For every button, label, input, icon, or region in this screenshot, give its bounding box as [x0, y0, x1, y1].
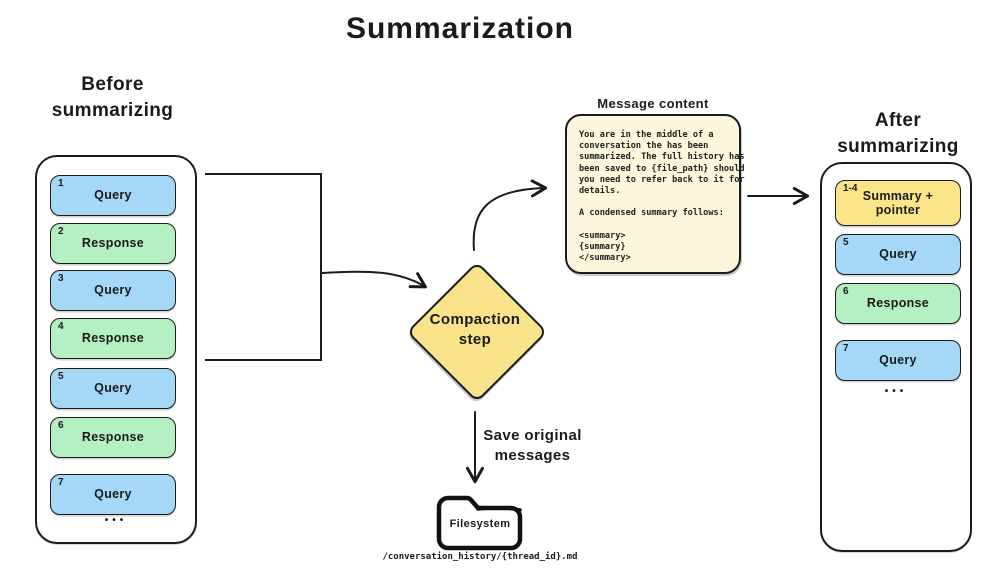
message-card-response-2: 2 Response	[50, 223, 176, 264]
message-label: Response	[866, 296, 930, 311]
message-number: 6	[843, 286, 849, 297]
summary-pointer-card: 1-4 Summary + pointer	[835, 180, 961, 226]
message-label: Query	[879, 247, 917, 262]
message-label: Summary + pointer	[862, 188, 934, 217]
compaction-step-label: Compaction step	[429, 311, 521, 348]
message-number: 5	[843, 237, 849, 248]
message-number: 1-4	[843, 183, 858, 194]
before-panel: 1 Query 2 Response 3 Query 4 Response 5 …	[35, 155, 197, 544]
message-card-query-1: 1 Query	[50, 175, 176, 216]
message-card-query-7: 7 Query	[50, 474, 176, 515]
message-card-query-7: 7 Query	[835, 340, 961, 381]
history-range-bracket	[205, 173, 322, 361]
diagram-title: Summarization	[345, 12, 575, 45]
more-messages-ellipsis: •••	[104, 515, 128, 526]
message-number: 2	[58, 226, 64, 237]
message-content-body: You are in the middle of a conversation …	[579, 130, 745, 264]
before-summarizing-heading: Before summarizing	[51, 74, 174, 121]
after-summarizing-heading: After summarizing	[837, 110, 959, 157]
message-number: 1	[58, 178, 64, 189]
message-number: 4	[58, 321, 64, 332]
message-card-query-5: 5 Query	[835, 234, 961, 275]
message-card-response-6: 6 Response	[50, 417, 176, 458]
message-card-response-6: 6 Response	[835, 283, 961, 324]
folder-icon	[436, 495, 523, 551]
arrow-compaction-to-message	[472, 179, 548, 251]
message-card-response-4: 4 Response	[50, 318, 176, 359]
message-label: Query	[94, 188, 132, 203]
message-label: Response	[81, 430, 145, 445]
message-card-query-3: 3 Query	[50, 270, 176, 311]
message-card-query-5: 5 Query	[50, 368, 176, 409]
message-content-box: You are in the middle of a conversation …	[565, 114, 745, 274]
message-number: 7	[843, 343, 849, 354]
message-label: Query	[94, 381, 132, 396]
message-content-label: Message content	[597, 96, 709, 111]
message-label: Response	[81, 236, 145, 251]
message-number: 3	[58, 273, 64, 284]
arrow-messages-to-compaction	[321, 270, 427, 289]
more-messages-ellipsis: •••	[884, 386, 908, 397]
message-number: 6	[58, 420, 64, 431]
message-label: Response	[81, 331, 145, 346]
after-panel: 1-4 Summary + pointer 5 Query 6 Response…	[820, 162, 972, 552]
message-number: 7	[58, 477, 64, 488]
message-label: Query	[94, 283, 132, 298]
save-original-messages-label: Save original messages	[483, 427, 582, 465]
message-label: Query	[879, 353, 917, 368]
conversation-history-path: /conversation_history/{thread_id}.md	[382, 552, 578, 562]
message-label: Query	[94, 487, 132, 502]
message-number: 5	[58, 371, 64, 382]
filesystem-label: Filesystem	[449, 518, 511, 530]
